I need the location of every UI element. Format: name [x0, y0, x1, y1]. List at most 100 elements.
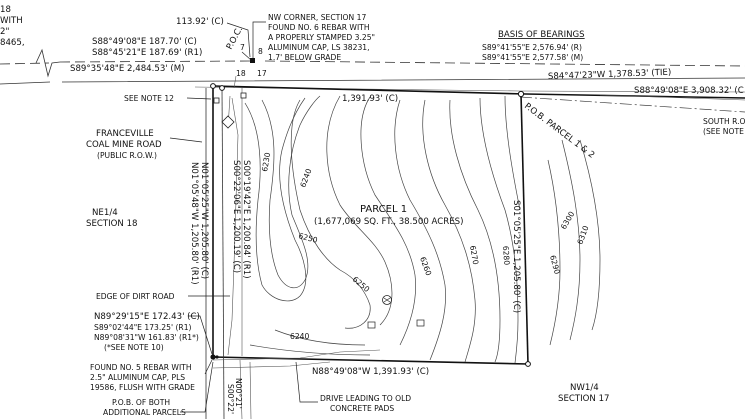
- south-row-line: [519, 96, 745, 113]
- south-row-label: (SEE NOTE: [703, 127, 744, 136]
- bottom-bearing-1: N00°21': [234, 378, 243, 409]
- drive-note: CONCRETE PADS: [330, 404, 394, 413]
- contour-label: 6270: [468, 245, 480, 266]
- contour-label: 6260: [418, 256, 433, 277]
- tree-icon-cross: [383, 297, 391, 303]
- west-boundary-bearing-c: N01°05'25"W 1,205.80' (C): [199, 162, 209, 279]
- contour: [422, 99, 476, 363]
- contour-label: 6300: [559, 210, 577, 231]
- basis-of-bearings-record: S89°41'55"E 2,576.94' (R): [482, 43, 582, 52]
- leader-note-12: [186, 97, 212, 100]
- basis-of-bearings-measured: S89°41'55"E 2,577.58' (M): [482, 53, 583, 62]
- contour-label: 6240: [298, 167, 313, 188]
- found-rebar-note: FOUND NO. 5 REBAR WITH: [90, 363, 192, 372]
- nw-corner-note: 1.7' BELOW GRADE: [268, 53, 341, 62]
- pob-parcel-label: P.O.B. PARCEL 1 & 2: [522, 101, 596, 160]
- see-note-10-label: (*SEE NOTE 10): [104, 343, 164, 352]
- found-rebar-marker-icon: [215, 355, 219, 359]
- found-rebar-note: 2.5" ALUMINUM CAP, PLS: [90, 373, 185, 382]
- corner-marker-icon: [525, 361, 531, 367]
- section-number-17: 17: [257, 69, 267, 78]
- parcel-north-boundary: [212, 85, 745, 99]
- road-row-label: (PUBLIC R.O.W.): [97, 151, 157, 160]
- parcel-name: PARCEL 1: [360, 204, 407, 215]
- contour: [326, 95, 393, 326]
- corner-marker-icon: [210, 83, 216, 89]
- break-symbol: [35, 48, 61, 78]
- south-distance-label: N88°49'08"W 1,391.93' (C): [312, 367, 429, 377]
- leader-found: [204, 359, 213, 375]
- contour: [360, 96, 416, 346]
- leader-drive: [295, 361, 318, 403]
- west-boundary-bearing-r1: N01°05'48"W 1,205.80' (R1): [189, 162, 199, 285]
- utility-box-icon: [240, 92, 247, 99]
- bottom-bearing-2: S00°22': [226, 384, 235, 414]
- contour: [479, 97, 519, 364]
- section-corner-monument-icon: [250, 58, 255, 63]
- contour: [449, 99, 501, 363]
- pob-marker-icon: [517, 90, 525, 98]
- ne-quarter-label: NE1/4: [92, 208, 118, 218]
- road-name-label: COAL MINE ROAD: [86, 140, 162, 150]
- drive-line: [212, 349, 381, 361]
- found-rebar-marker-icon: [210, 354, 216, 360]
- contour: [249, 329, 371, 356]
- bearing-173-label: S89°02'44"E 173.25' (R1): [94, 323, 192, 332]
- dist-113-label: 113.92' (C): [176, 17, 224, 27]
- nw-corner-note: ALUMINUM CAP, LS 38231,: [268, 43, 370, 52]
- right-fence: [599, 94, 745, 101]
- contour: [290, 99, 371, 329]
- contour: [561, 139, 581, 341]
- symbols: [210, 58, 531, 367]
- nw-quarter-label: NW1/4: [570, 383, 599, 393]
- basis-of-bearings-title: BASIS OF BEARINGS: [498, 30, 585, 40]
- parcel-south-boundary: [212, 356, 529, 365]
- contour: [504, 95, 521, 211]
- leaders: [169, 21, 318, 413]
- pob-both-note: ADDITIONAL PARCELS: [103, 408, 186, 417]
- contour: [261, 95, 321, 288]
- road-edge-inner: [221, 87, 225, 419]
- corner-marker-icon: [219, 85, 225, 91]
- east-boundary-bearing: S01°05'25"E 1,205.80' (C): [511, 200, 521, 313]
- leader-brg-172: [188, 315, 213, 355]
- bearing-187-r1: S88°45'21"E 187.69' (R1): [92, 48, 202, 58]
- contour: [547, 159, 561, 346]
- contour-label: 6280: [501, 246, 511, 266]
- south-row-label: SOUTH R.O: [703, 117, 745, 126]
- dirt-road-label: EDGE OF DIRT ROAD: [96, 292, 175, 301]
- contour-label: 6250: [351, 275, 372, 294]
- contour-label: 6250: [297, 231, 318, 245]
- inner-boundary-bearing-r1: S00°19'42"E 1,200.84' (R1): [241, 160, 251, 279]
- dirt-road-edge: [227, 97, 239, 356]
- found-rebar-note: 19586, FLUSH WITH GRADE: [90, 383, 195, 392]
- section-line: [0, 77, 745, 85]
- contour-label: 6310: [575, 224, 590, 245]
- road-row-upper-dashed-line: [0, 60, 745, 67]
- top-left-text: 8465,: [0, 38, 25, 48]
- leader-road: [169, 137, 203, 143]
- leader-113: [226, 22, 251, 58]
- pad-icon: [367, 321, 376, 329]
- parcel-east-boundary: [520, 93, 529, 365]
- leader-pob: [180, 361, 214, 413]
- nw-quarter-label: SECTION 17: [558, 394, 610, 404]
- bearing-2484-m: S89°35'48"E 2,484.53' (M): [70, 64, 185, 74]
- tie-bearing-label: S84°47'23"W 1,378.53' (TIE): [548, 68, 672, 82]
- nw-corner-note: NW CORNER, SECTION 17: [268, 13, 366, 22]
- section-number-8: 8: [258, 47, 263, 56]
- drive-line-2: [212, 361, 331, 369]
- inner-boundary-bearing-c: S00°22'06"E 1,200.19' (C): [231, 160, 241, 273]
- section-number-7: 7: [240, 43, 245, 52]
- top-left-text: 2": [0, 27, 9, 37]
- road-edge-bottom-parallel: [239, 359, 252, 419]
- pob-both-note: P.O.B. OF BOTH: [112, 398, 170, 407]
- road-name-label: FRANCEVILLE: [96, 129, 154, 139]
- bearing-3908-label: S88°49'08"E 3,908.32' (C: [634, 86, 744, 96]
- section-number-18: 18: [236, 69, 246, 78]
- parcel-area: (1,677,069 SQ. FT., 38.500 ACRES): [314, 217, 463, 227]
- bearing-187-c: S88°49'08"E 187.70' (C): [92, 37, 197, 47]
- leader-nw-corner: [252, 21, 266, 58]
- linework: [0, 48, 745, 419]
